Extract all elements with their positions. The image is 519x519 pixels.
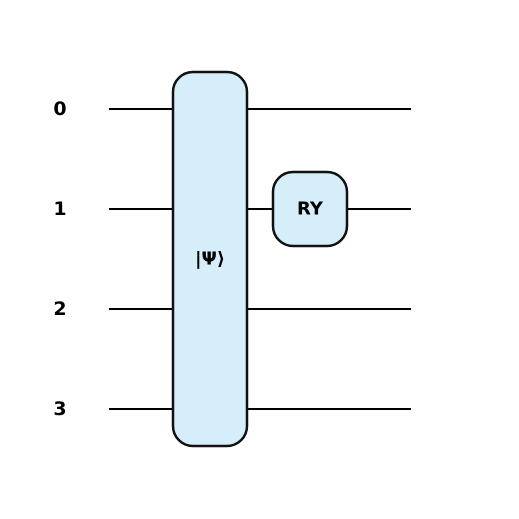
ry-gate: RY: [271, 170, 349, 248]
ry-gate-label: RY: [297, 199, 324, 220]
ry-gate-box: [271, 170, 349, 248]
qubit-label-3: 3: [53, 398, 66, 420]
state-prep-gate-label: |Ψ⟩: [195, 249, 225, 270]
qubit-label-0: 0: [53, 98, 66, 120]
state-prep-gate: |Ψ⟩: [171, 70, 249, 448]
qubit-label-1: 1: [53, 198, 66, 220]
state-prep-gate-box: [171, 70, 249, 448]
qubit-label-2: 2: [53, 298, 66, 320]
